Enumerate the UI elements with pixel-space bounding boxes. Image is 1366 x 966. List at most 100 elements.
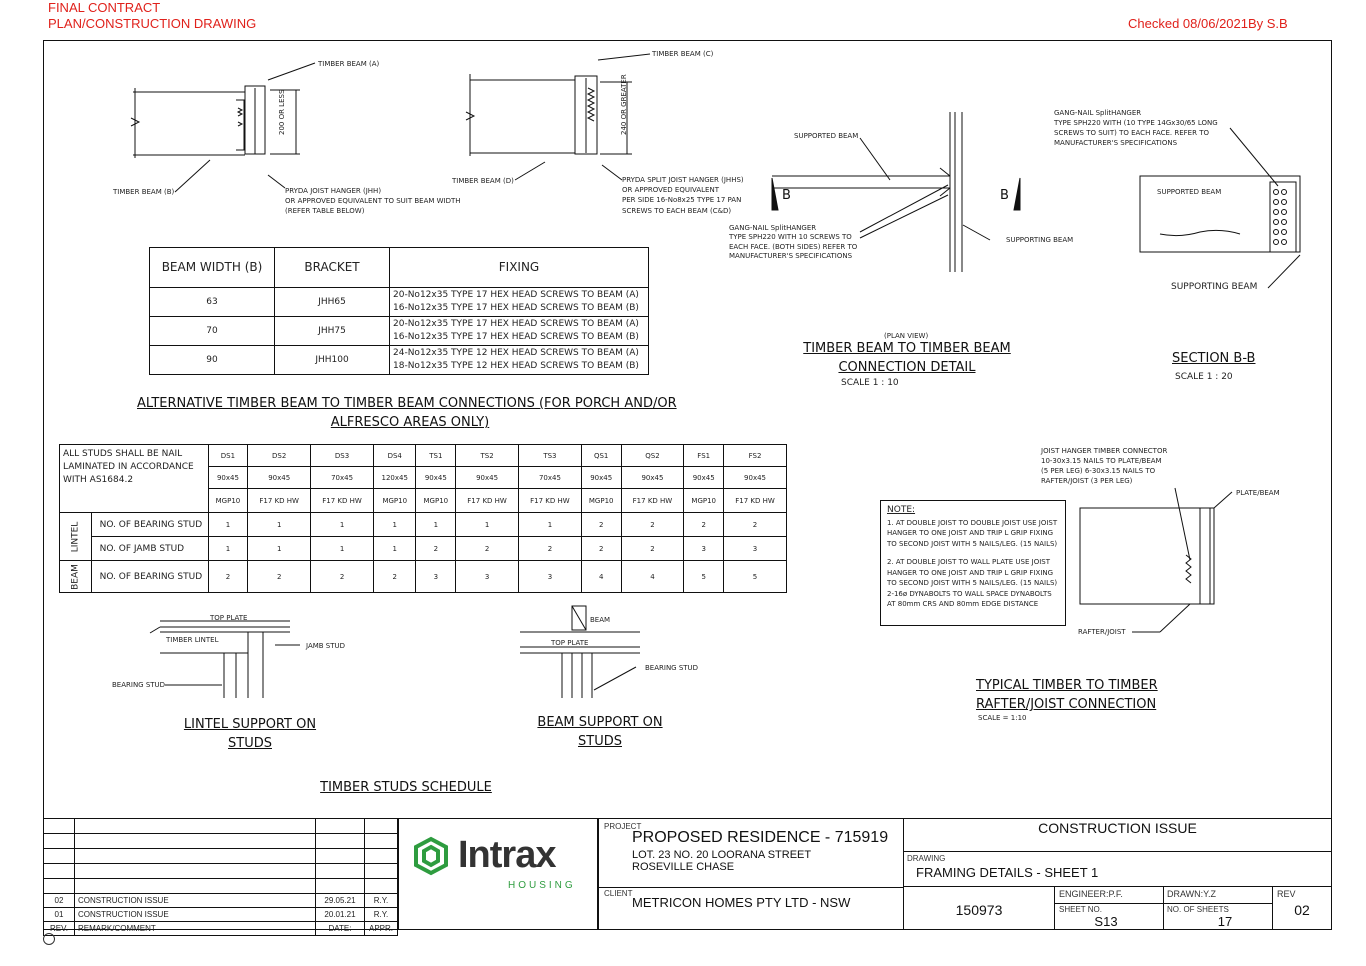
stud-grade: F17 KD HW <box>620 488 685 513</box>
logo-wordmark: Intrax <box>458 834 556 876</box>
rafter-detail-title-1: TYPICAL TIMBER TO TIMBER <box>976 678 1158 693</box>
logo-panel <box>398 818 598 930</box>
appr-cell: R.Y. <box>364 893 398 908</box>
section-supporting-beam: SUPPORTING BEAM <box>1171 282 1258 292</box>
header-checked: Checked 08/06/2021By S.B <box>1128 16 1288 31</box>
date-cell: 20.01.21 <box>315 907 365 922</box>
lintel-support-title-1: LINTEL SUPPORT ON <box>183 717 317 732</box>
plan-detail-title-1: TIMBER BEAM TO TIMBER BEAM <box>803 341 1011 356</box>
stud-count: 1 <box>310 536 374 561</box>
row-label: NO. OF BEARING STUD <box>90 560 209 593</box>
plan-supported-beam: SUPPORTED BEAM <box>794 132 859 140</box>
drawn-by: DRAWN:Y.Z <box>1167 889 1217 899</box>
revision-table: 02 CONSTRUCTION ISSUE 29.05.21 R.Y. 01 C… <box>43 818 398 936</box>
stud-count: 5 <box>723 560 787 593</box>
header-plan-construction: PLAN/CONSTRUCTION DRAWING <box>48 16 257 31</box>
alt-connections-title-2: ALFRESCO AREAS ONLY) <box>330 415 490 430</box>
hanger-note-3: (REFER TABLE BELOW) <box>285 207 365 215</box>
stud-code: DS2 <box>247 444 312 467</box>
note-item-2: 2. AT DOUBLE JOIST TO WALL PLATE USE JOI… <box>887 558 1058 608</box>
plate-beam-label: PLATE/BEAM <box>1236 489 1280 497</box>
client-label: CLIENT <box>604 889 633 898</box>
stud-code: FS1 <box>683 444 725 467</box>
connector-note-4: RAFTER/JOIST (3 PER LEG) <box>1041 477 1133 485</box>
stud-count: 2 <box>620 536 685 561</box>
table-row: 90 JHH100 24-No12x35 TYPE 12 HEX HEAD SC… <box>149 345 649 375</box>
beam-width-cell: 90 <box>149 345 275 375</box>
plan-view-label: (PLAN VIEW) <box>884 332 929 340</box>
section-gang-note-3: SCREWS TO SUIT) TO EACH FACE. REFER TO <box>1054 129 1209 137</box>
stud-size: 90x45 <box>247 466 312 489</box>
stud-count: 2 <box>580 512 622 537</box>
table-row: LINTEL NO. OF BEARING STUD 1 1 1 1 1 1 1… <box>59 512 787 561</box>
stud-grade: MGP10 <box>580 488 622 513</box>
stud-count: 1 <box>415 512 457 537</box>
stud-count: 1 <box>372 536 417 561</box>
sheet-label: SHEET NO. <box>1059 905 1102 914</box>
stud-count: 4 <box>620 560 685 593</box>
stud-count: 2 <box>372 560 417 593</box>
section-gang-note-1: GANG-NAIL SplitHANGER <box>1054 109 1142 117</box>
stud-count: 5 <box>683 560 725 593</box>
stud-grade: MGP10 <box>415 488 457 513</box>
stud-grade: F17 KD HW <box>310 488 374 513</box>
stud-size: 70x45 <box>518 466 582 489</box>
stud-count: 2 <box>580 536 622 561</box>
plan-gang-note-1: GANG-NAIL SplitHANGER <box>729 224 817 232</box>
stud-grade: F17 KD HW <box>247 488 312 513</box>
appr-cell: R.Y. <box>364 907 398 922</box>
stud-size: 90x45 <box>207 466 249 489</box>
header-final-contract: FINAL CONTRACT <box>48 0 161 15</box>
stud-count: 1 <box>247 536 312 561</box>
split-hanger-note-2: OR APPROVED EQUIVALENT <box>622 186 719 194</box>
stud-count: 2 <box>620 512 685 537</box>
note-title: NOTE: <box>887 505 916 515</box>
table-row: 70 JHH75 20-No12x35 TYPE 17 HEX HEAD SCR… <box>149 316 649 346</box>
stud-size: 120x45 <box>372 466 417 489</box>
date-cell: 29.05.21 <box>315 893 365 908</box>
split-hanger-note-1: PRYDA SPLIT JOIST HANGER (JHHS) <box>622 176 744 184</box>
sheet-number: S13 <box>1094 914 1118 929</box>
rafter-detail-title-2: RAFTER/JOIST CONNECTION <box>976 697 1157 712</box>
connector-note-2: 10-30x3.15 NAILS TO PLATE/BEAM <box>1041 457 1162 465</box>
beam-support-title-2: STUDS <box>578 734 622 749</box>
label-timber-beam-b: TIMBER BEAM (B) <box>113 188 175 196</box>
fixing-line: 24-No12x35 TYPE 12 HEX HEAD SCREWS TO BE… <box>393 348 639 358</box>
remark-header: REMARK/COMMENT <box>74 921 316 936</box>
bracket-cell: JHH65 <box>274 287 390 317</box>
remark-cell: CONSTRUCTION ISSUE <box>74 907 316 922</box>
plan-detail-scale: SCALE 1 : 10 <box>841 378 899 388</box>
stud-code: QS2 <box>620 444 685 467</box>
lintel-timber-lintel: TIMBER LINTEL <box>166 636 219 644</box>
label-timber-beam-a: TIMBER BEAM (A) <box>318 60 380 68</box>
project-address-1: LOT. 23 NO. 20 LOORANA STREET <box>632 849 812 861</box>
header-beam-width: BEAM WIDTH (B) <box>149 247 275 288</box>
note-item-1: 1. AT DOUBLE JOIST TO DOUBLE JOIST USE J… <box>887 518 1058 548</box>
stud-code: TS2 <box>455 444 519 467</box>
remark-cell: CONSTRUCTION ISSUE <box>74 893 316 908</box>
fixing-line: 20-No12x35 TYPE 17 HEX HEAD SCREWS TO BE… <box>393 319 639 329</box>
beam-group-label: BEAM <box>70 563 81 590</box>
job-number: 150973 <box>955 902 1003 918</box>
rafter-joist-label: RAFTER/JOIST <box>1078 628 1126 636</box>
split-hanger-note-4: SCREWS TO EACH BEAM (C&D) <box>622 207 732 215</box>
stud-count: 2 <box>723 512 787 537</box>
stud-count: 2 <box>247 560 312 593</box>
section-mark-left: B <box>782 188 791 203</box>
connector-note-3: (5 PER LEG) 6-30x3.15 NAILS TO <box>1041 467 1156 475</box>
stud-count: 1 <box>518 512 582 537</box>
connector-note-1: JOIST HANGER TIMBER CONNECTOR <box>1041 447 1168 455</box>
stud-count: 2 <box>310 560 374 593</box>
stud-count: 1 <box>455 512 519 537</box>
label-timber-beam-d: TIMBER BEAM (D) <box>452 177 514 185</box>
beam-support-bearing-stud: BEARING STUD <box>645 664 699 672</box>
section-mark-right: B <box>1000 188 1009 203</box>
stud-code: DS3 <box>310 444 374 467</box>
drawing-label: DRAWING <box>907 854 946 863</box>
stud-count: 3 <box>683 536 725 561</box>
stud-code: QS1 <box>580 444 622 467</box>
intrax-logo-icon <box>414 836 448 876</box>
rev-number: 02 <box>1294 902 1310 918</box>
lintel-bearing-stud: BEARING STUD <box>112 681 166 689</box>
